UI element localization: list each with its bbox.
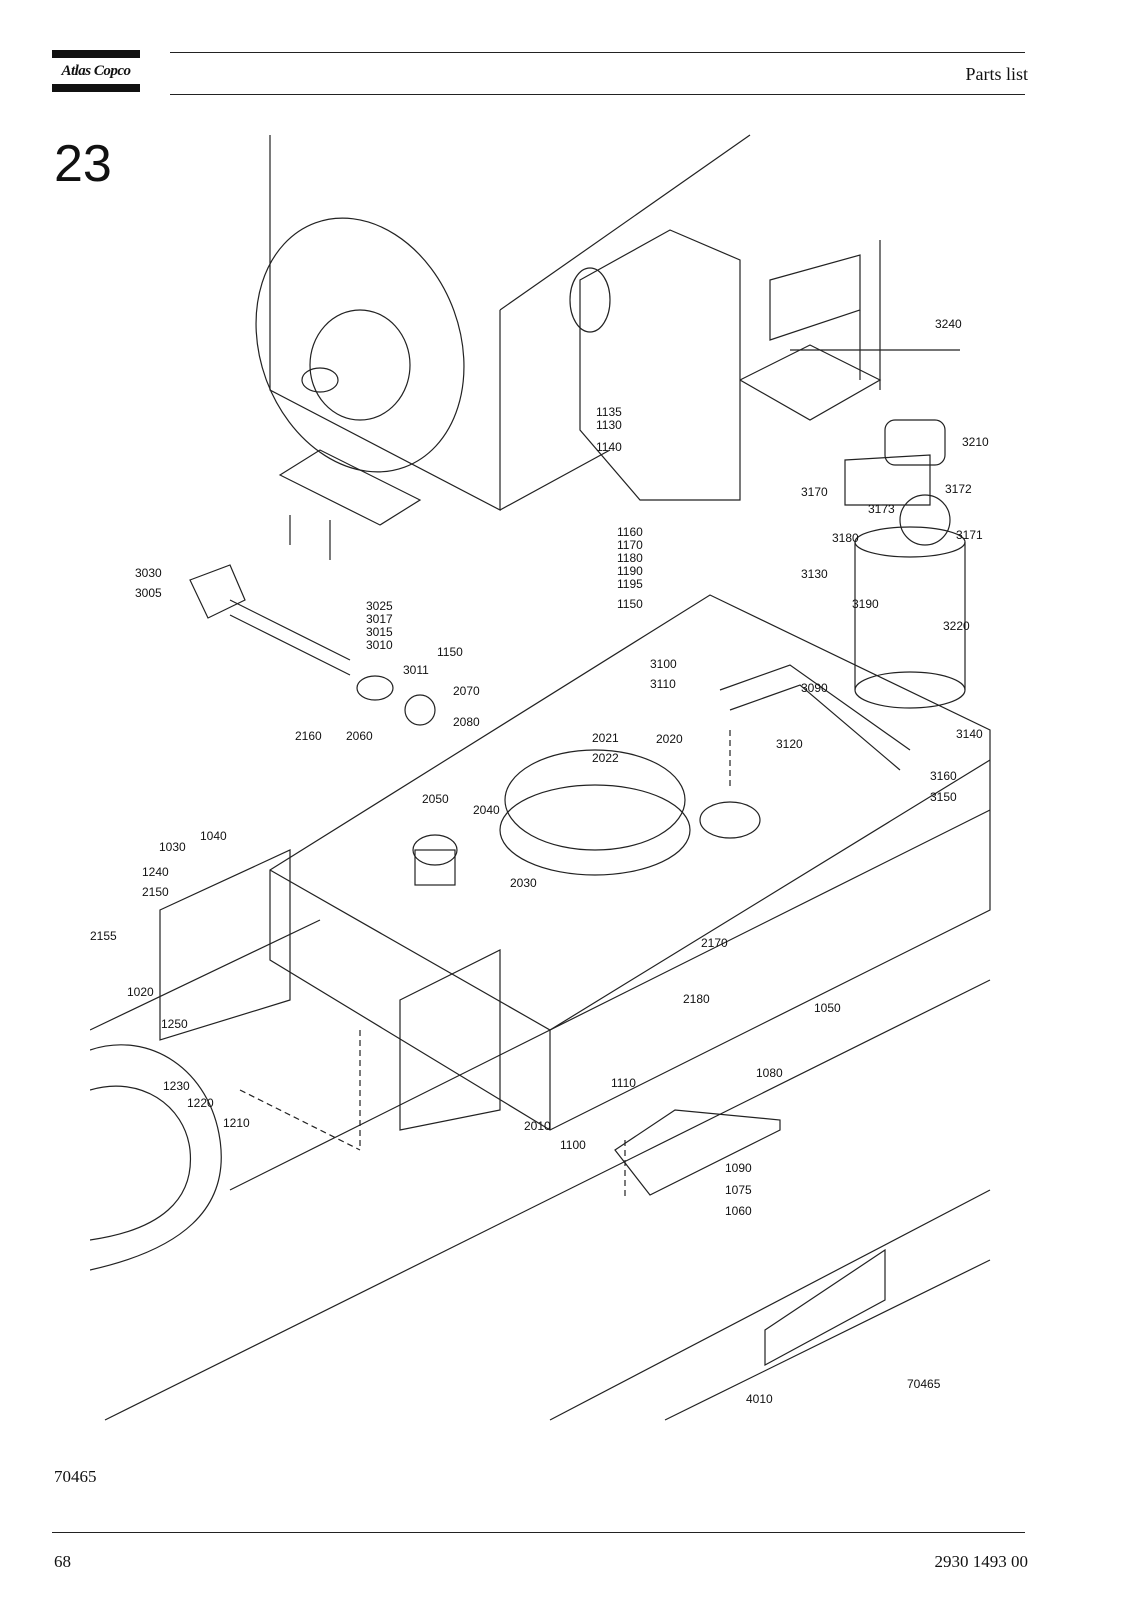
- callout-label: 1040: [200, 829, 227, 843]
- callout-label: 3220: [943, 619, 970, 633]
- callout-label: 1220: [187, 1096, 214, 1110]
- callout-label: 3005: [135, 586, 162, 600]
- callout-label: 4010: [746, 1392, 773, 1406]
- tyre: [90, 1044, 222, 1271]
- bracket-1100: [614, 1109, 781, 1196]
- callout-label: 2020: [656, 732, 683, 746]
- hub: [309, 309, 411, 421]
- tank-cover-2020: [504, 749, 686, 851]
- heater-3005: [189, 564, 246, 619]
- enclosure-panel: [579, 229, 741, 501]
- callout-label: 1195: [617, 577, 643, 591]
- document-number: 2930 1493 00: [934, 1552, 1029, 1571]
- drawing-code-inside: 70465: [907, 1377, 941, 1391]
- callout-label: 1210: [223, 1116, 250, 1130]
- callout-label: 2010: [524, 1119, 551, 1133]
- callout-label: 1160: [617, 525, 643, 539]
- callout-label: 2050: [422, 792, 449, 806]
- logo-wordmark: Atlas Copco: [61, 63, 131, 79]
- callout-label: 3160: [930, 769, 957, 783]
- callout-label: 3190: [852, 597, 879, 611]
- callout-label: 3240: [935, 317, 962, 331]
- callout-label: 2170: [701, 936, 728, 950]
- callout-label: 2040: [473, 803, 500, 817]
- logo-bar-bottom: [52, 84, 140, 92]
- callout-label: 2060: [346, 729, 373, 743]
- callout-label: 3172: [945, 482, 972, 496]
- callout-label: 2160: [295, 729, 322, 743]
- callout-label: 3170: [801, 485, 828, 499]
- mount-pad-left: [278, 449, 422, 526]
- callout-label: 2030: [510, 876, 537, 890]
- callout-label: 2155: [90, 929, 117, 943]
- callout-label: 1020: [127, 985, 154, 999]
- callout-label: 2150: [142, 885, 169, 899]
- callout-label: 1075: [725, 1183, 752, 1197]
- callout-label: 1230: [163, 1079, 190, 1093]
- callout-label: 1150: [617, 597, 643, 611]
- callout-label: 1250: [161, 1017, 188, 1031]
- callout-label: 1110: [611, 1076, 636, 1090]
- callout-label: 1100: [560, 1138, 586, 1152]
- callout-label: 3173: [868, 502, 895, 516]
- callout-label: 1060: [725, 1204, 752, 1218]
- callout-label: 2070: [453, 684, 480, 698]
- drawing-code: 70465: [54, 1467, 97, 1486]
- callout-label: 2080: [453, 715, 480, 729]
- callout-label: 3120: [776, 737, 803, 751]
- callout-labels: 3240 1135 1130 1140 3210 3170 3172 3173 …: [90, 317, 989, 1406]
- tank-body: [269, 594, 991, 1131]
- gasket-2030: [499, 784, 691, 876]
- frame-bracket-mid: [399, 949, 501, 1131]
- callout-label: 3011: [403, 663, 429, 677]
- callout-label: 2022: [592, 751, 619, 765]
- footer-rule: [52, 1532, 1025, 1533]
- callout-label: 1080: [756, 1066, 783, 1080]
- callout-label: 3030: [135, 566, 162, 580]
- callout-label: 2021: [592, 731, 619, 745]
- callout-label: 3017: [366, 612, 393, 626]
- callout-label: 3010: [366, 638, 393, 652]
- callout-label: 3025: [366, 599, 393, 613]
- block-outline: [269, 135, 501, 511]
- callout-label: 1140: [596, 440, 622, 454]
- callout-label: 1240: [142, 865, 169, 879]
- callout-label: 3130: [801, 567, 828, 581]
- callout-label: 1170: [617, 538, 643, 552]
- callout-label: 3100: [650, 657, 677, 671]
- page-title: Parts list: [965, 64, 1028, 84]
- callout-label: 3180: [832, 531, 859, 545]
- brand-logo: Atlas Copco: [52, 50, 140, 92]
- callout-label: 1180: [617, 551, 643, 565]
- header-rule-top: [170, 52, 1025, 53]
- callout-label: 2180: [683, 992, 710, 1006]
- drawing-linework: [90, 134, 991, 1421]
- filter-2050: [412, 834, 458, 866]
- callout-label: 3150: [930, 790, 957, 804]
- mount-pad-right: [739, 344, 882, 421]
- page-number: 68: [54, 1552, 71, 1571]
- fan-disc: [255, 217, 465, 473]
- callout-label: 3110: [650, 677, 676, 691]
- callout-label: 3090: [801, 681, 828, 695]
- callout-label: 1135: [596, 405, 622, 419]
- callout-label: 1030: [159, 840, 186, 854]
- callout-label: 3140: [956, 727, 983, 741]
- callout-label: 1150: [437, 645, 463, 659]
- callout-label: 3015: [366, 625, 393, 639]
- callout-label: 3210: [962, 435, 989, 449]
- callout-label: 1050: [814, 1001, 841, 1015]
- frame-slot: [764, 1248, 886, 1367]
- callout-label: 1190: [617, 564, 643, 578]
- logo-bar-top: [52, 50, 140, 58]
- section-number: 23: [54, 135, 112, 193]
- header-rule-bottom: [170, 94, 1025, 95]
- callout-label: 1090: [725, 1161, 752, 1175]
- callout-label: 1130: [596, 418, 622, 432]
- callout-label: 3171: [956, 528, 983, 542]
- exploded-parts-drawing: 3240 1135 1130 1140 3210 3170 3172 3173 …: [90, 134, 991, 1421]
